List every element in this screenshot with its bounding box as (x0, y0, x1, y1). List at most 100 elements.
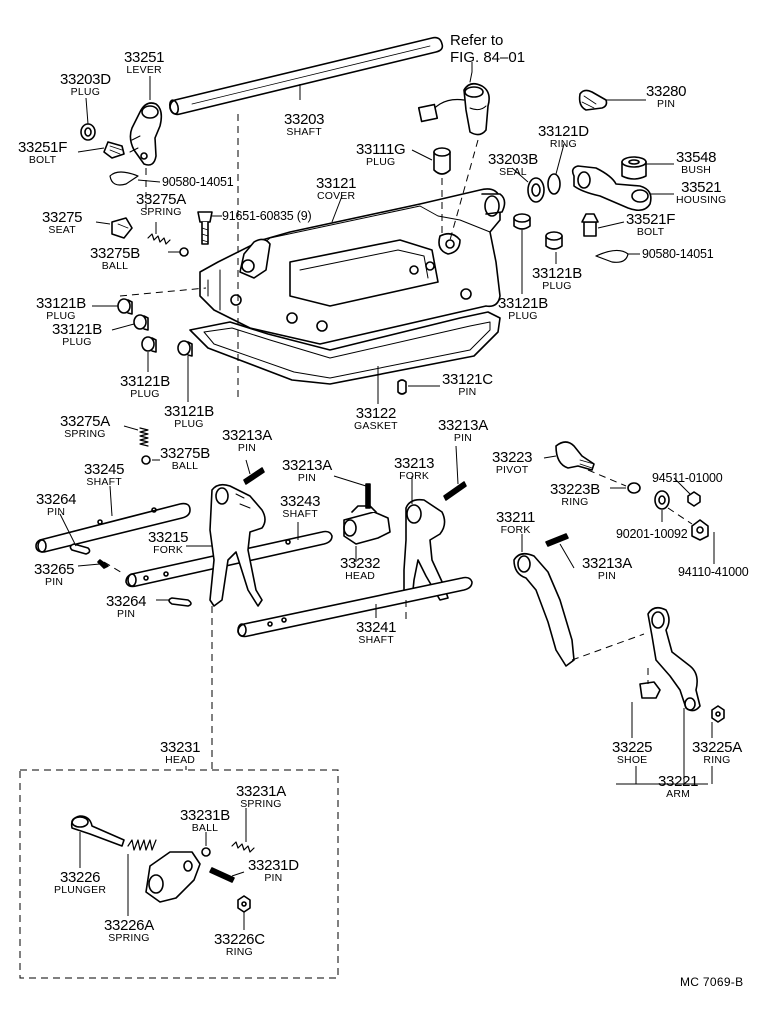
part-number: 33275A (60, 413, 110, 430)
nut-94511-part (687, 491, 701, 507)
part-name: PIN (297, 472, 317, 484)
leader-94511 (673, 477, 691, 495)
part-number: 33264 (106, 593, 147, 610)
plug-33121B-left-c-part (141, 336, 157, 353)
head-33231-part (145, 851, 201, 903)
part-number: 33264 (36, 491, 77, 508)
part-number: 33226C (214, 931, 265, 948)
label-90580-left: 90580-14051 (162, 175, 234, 189)
part-name: RING (703, 754, 731, 766)
leader-33121 (331, 195, 343, 223)
label-94511: 94511-01000 (652, 471, 723, 485)
part-number: 33121B (498, 295, 548, 312)
part-name: SHAFT (86, 476, 122, 488)
part-number: 33251F (18, 139, 68, 156)
part-name: PIVOT (495, 464, 529, 476)
plug-33121B-left-b-part (133, 314, 149, 331)
leader-33264-upper (59, 513, 77, 547)
part-number: 33265 (34, 561, 75, 578)
part-number: 33225 (612, 739, 653, 756)
part-name: PIN (657, 98, 676, 110)
part-number: 33121B (52, 321, 102, 338)
part-number: 33215 (148, 529, 189, 546)
part-name: RING (225, 946, 253, 958)
part-name: GASKET (354, 420, 398, 432)
part-name: RING (549, 138, 577, 150)
part-name: SPRING (140, 206, 182, 218)
part-number: 33251 (124, 49, 165, 66)
pin-33213A-a-part (243, 467, 265, 485)
spring-33231A-part (231, 841, 255, 853)
plug-33203D-part (80, 123, 96, 141)
part-number: 33275B (90, 245, 140, 262)
part-number: 33243 (280, 493, 321, 510)
drawing-code: MC 7069-B (680, 975, 744, 989)
pin-33265-part (97, 559, 109, 569)
ring-33225A-part (711, 705, 725, 723)
reference-label: Refer to FIG. 84–01 (450, 32, 525, 67)
ball-33231B-part (201, 847, 211, 857)
ring-33223B-part (627, 482, 641, 494)
leader-33265 (77, 563, 101, 567)
part-number: 33213A (282, 457, 332, 474)
head-assembly-box (19, 769, 339, 979)
part-name: SPRING (240, 798, 282, 810)
label-90580-right: 90580-14051 (642, 247, 714, 261)
leader-33221 (616, 708, 713, 785)
part-name: BALL (171, 460, 199, 472)
washer-90201-part (654, 490, 670, 510)
part-name: BOLT (28, 154, 57, 166)
pin-33213A-d-part (545, 533, 569, 547)
part-number: 33280 (646, 83, 687, 100)
part-number: 33122 (355, 405, 397, 422)
guide-arm-line (571, 633, 645, 661)
part-number: 33241 (356, 619, 397, 636)
part-name: PLUG (70, 86, 101, 98)
nut-94110-part (691, 519, 709, 541)
part-name: BUSH (681, 164, 712, 176)
leader-33251F (77, 147, 105, 153)
part-name: PLUG (365, 156, 396, 168)
fork-33215-part (209, 483, 266, 607)
part-number: 33221 (658, 773, 699, 790)
part-name: PLUG (130, 388, 160, 400)
part-number: 33223B (550, 481, 600, 498)
leader-33213A-b (333, 475, 367, 487)
part-name: FORK (500, 524, 531, 536)
pin-33264-upper-part (69, 543, 91, 555)
part-number: 33121B (164, 403, 214, 420)
part-name: PLUG (46, 310, 76, 322)
part-number: 33226 (59, 869, 101, 886)
part-name: PIN (117, 608, 136, 620)
leader-33203B (511, 167, 529, 183)
connector-part (417, 71, 490, 136)
part-name: PIN (458, 386, 477, 398)
part-number: 33231 (160, 739, 201, 756)
part-number: 33213 (394, 455, 435, 472)
label-90201: 90201-10092 (616, 527, 688, 541)
leader-33213A-c (455, 445, 459, 485)
part-number: 33275B (160, 445, 210, 462)
reference-line1: Refer to (450, 32, 504, 49)
part-name: LEVER (126, 64, 162, 76)
shaft-33241-part (237, 576, 473, 638)
guide-nut-line (667, 507, 693, 525)
lever-33251-part (129, 102, 163, 166)
part-number: 33223 (492, 449, 533, 466)
